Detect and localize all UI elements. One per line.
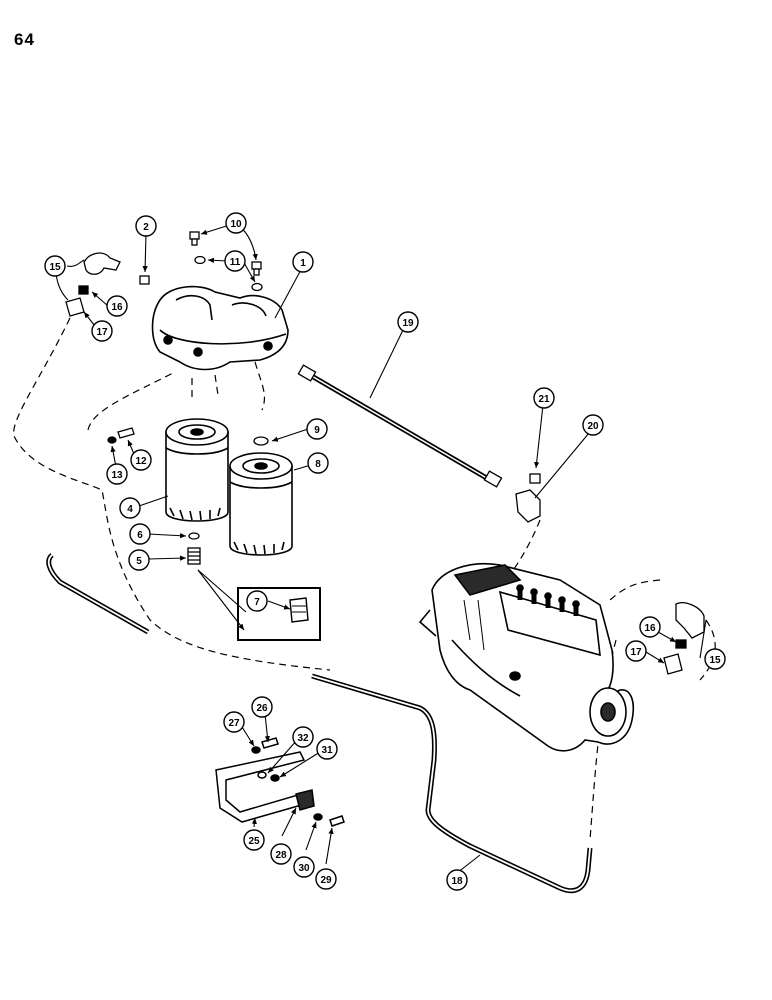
callout-27: 27 — [223, 711, 245, 733]
svg-text:15: 15 — [709, 655, 721, 666]
svg-text:2: 2 — [143, 222, 149, 233]
svg-text:25: 25 — [248, 836, 260, 847]
callout-17-right: 17 — [625, 640, 647, 662]
svg-text:16: 16 — [111, 302, 123, 313]
svg-text:6: 6 — [137, 530, 143, 541]
callout-12: 12 — [130, 449, 152, 471]
dashed-routing-lines — [13, 317, 716, 841]
svg-text:4: 4 — [127, 504, 133, 515]
callout-15-left: 15 — [44, 255, 66, 277]
page-number: 64 — [14, 30, 35, 49]
small-hardware — [65, 231, 705, 675]
svg-text:29: 29 — [320, 875, 332, 886]
callout-16-left: 16 — [106, 295, 128, 317]
callout-13: 13 — [106, 463, 128, 485]
callout-6: 6 — [129, 523, 151, 545]
callout-30: 30 — [293, 856, 315, 878]
callout-15-right: 15 — [704, 648, 726, 670]
callout-18: 18 — [446, 869, 468, 891]
svg-text:28: 28 — [275, 850, 287, 861]
callout-16-right: 16 — [639, 616, 661, 638]
injection-pump — [418, 562, 635, 752]
fuel-line-19 — [297, 364, 503, 488]
callout-28: 28 — [270, 843, 292, 865]
svg-text:12: 12 — [135, 456, 147, 467]
svg-text:11: 11 — [230, 257, 241, 268]
svg-text:19: 19 — [402, 318, 414, 329]
svg-text:15: 15 — [49, 262, 61, 273]
callout-2: 2 — [135, 215, 157, 237]
fuel-filter-primary — [165, 418, 229, 522]
callout-31: 31 — [316, 738, 338, 760]
bracket-assembly — [215, 737, 345, 827]
svg-text:18: 18 — [451, 876, 463, 887]
fuel-line-18 — [46, 553, 593, 894]
svg-text:21: 21 — [538, 394, 550, 405]
svg-text:20: 20 — [587, 421, 599, 432]
callout-17-left: 17 — [91, 320, 113, 342]
callout-9: 9 — [306, 418, 328, 440]
callout-20: 20 — [582, 414, 604, 436]
callout-8: 8 — [307, 452, 329, 474]
callout-7: 7 — [246, 590, 268, 612]
svg-text:10: 10 — [230, 219, 242, 230]
callout-5: 5 — [128, 549, 150, 571]
callout-1: 1 — [292, 251, 314, 273]
callouts: 1 2 10 11 15 16 17 19 21 20 9 12 13 8 4 … — [44, 212, 726, 891]
callout-19: 19 — [397, 311, 419, 333]
svg-text:30: 30 — [298, 863, 310, 874]
svg-text:9: 9 — [314, 425, 320, 436]
svg-text:7: 7 — [254, 597, 260, 608]
svg-text:17: 17 — [630, 647, 642, 658]
svg-text:32: 32 — [297, 733, 309, 744]
svg-text:8: 8 — [315, 459, 321, 470]
svg-text:27: 27 — [228, 718, 240, 729]
fuel-filter-secondary — [229, 452, 293, 556]
filter-head — [151, 285, 289, 371]
callout-21: 21 — [533, 387, 555, 409]
callout-25: 25 — [243, 829, 265, 851]
callout-10: 10 — [225, 212, 247, 234]
svg-text:26: 26 — [256, 703, 268, 714]
inset-detail-box — [237, 587, 321, 641]
callout-29: 29 — [315, 868, 337, 890]
svg-text:16: 16 — [644, 623, 656, 634]
svg-text:5: 5 — [136, 556, 142, 567]
callout-26: 26 — [251, 696, 273, 718]
svg-text:1: 1 — [300, 258, 306, 269]
callout-32: 32 — [292, 726, 314, 748]
callout-11: 11 — [224, 250, 246, 272]
svg-text:17: 17 — [96, 327, 108, 338]
callout-4: 4 — [119, 497, 141, 519]
svg-text:31: 31 — [321, 745, 333, 756]
svg-text:13: 13 — [111, 470, 123, 481]
